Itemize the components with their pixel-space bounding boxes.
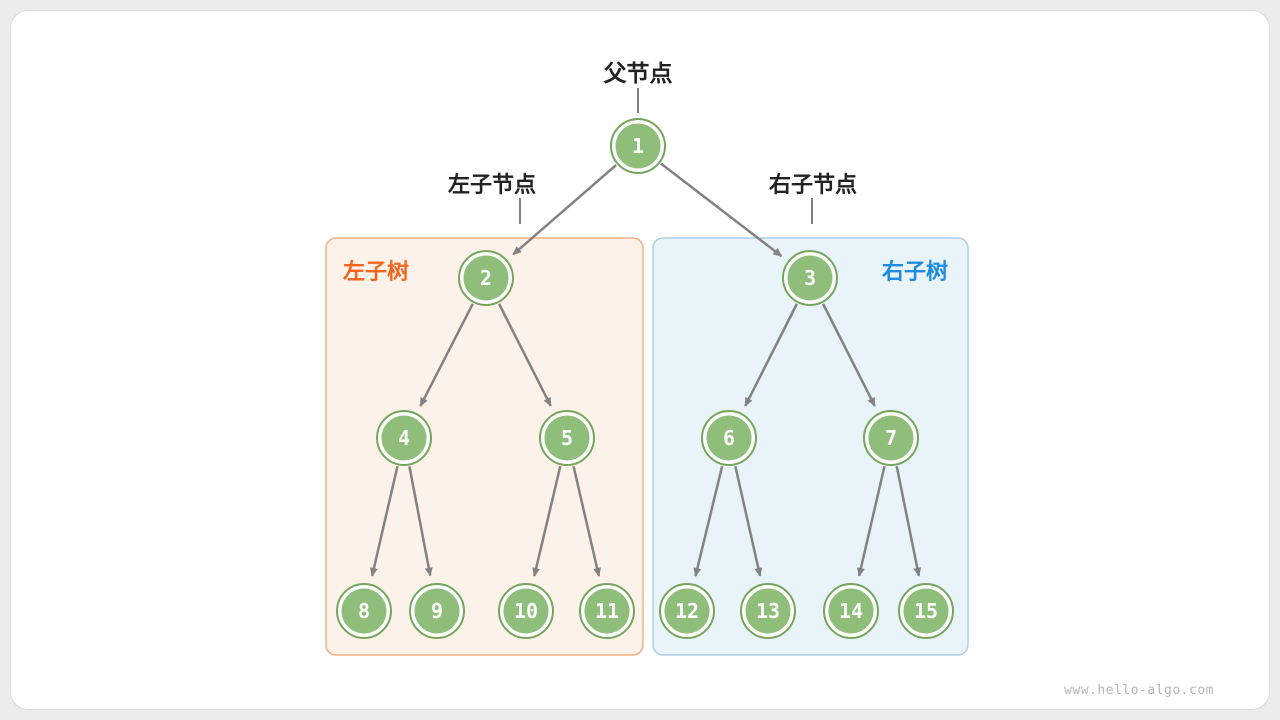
node-disc: [503, 588, 549, 634]
tree-node-4: 4: [376, 410, 432, 466]
tree-edge-6-13: [734, 466, 763, 577]
watermark: www.hello-algo.com: [1064, 683, 1214, 698]
node-disc: [615, 123, 661, 169]
tree-edge-3-7: [821, 303, 876, 407]
left-subtree-label: 左子树: [343, 259, 409, 284]
tree-node-11: 11: [579, 583, 635, 639]
tree-edge-4-8: [370, 465, 399, 577]
tree-node-6: 6: [701, 410, 757, 466]
node-disc: [544, 415, 590, 461]
parent-node-label: 父节点: [604, 60, 673, 86]
tree-node-12: 12: [659, 583, 715, 639]
node-disc: [903, 588, 949, 634]
tree-node-9: 9: [409, 583, 465, 639]
tree-edge-6-12: [693, 465, 724, 577]
node-value: 2: [480, 266, 492, 290]
node-disc: [584, 588, 630, 634]
right-child-label: 右子节点: [769, 172, 857, 197]
node-value: 8: [358, 599, 370, 623]
node-value: 3: [804, 266, 816, 290]
node-value: 15: [914, 599, 938, 623]
node-value: 5: [561, 426, 573, 450]
tree-edge-4-9: [408, 466, 433, 577]
node-disc: [706, 415, 752, 461]
node-value: 9: [431, 599, 443, 623]
tree-node-3: 3: [782, 250, 838, 306]
tree-edge-2-5: [497, 303, 552, 407]
tree-node-15: 15: [898, 583, 954, 639]
tree-node-1: 1: [610, 118, 666, 174]
node-value: 11: [595, 599, 619, 623]
node-value: 1: [632, 134, 644, 158]
tree-node-13: 13: [740, 583, 796, 639]
node-disc: [664, 588, 710, 634]
tree-edge-3-6: [744, 303, 799, 407]
node-disc: [341, 588, 387, 634]
left-subtree-box: [325, 237, 644, 656]
node-value: 4: [398, 426, 410, 450]
tree-node-8: 8: [336, 583, 392, 639]
node-value: 7: [885, 426, 897, 450]
tree-edge-7-14: [857, 465, 886, 577]
tree-edge-1-3: [660, 162, 783, 258]
node-value: 14: [839, 599, 863, 623]
node-disc: [414, 588, 460, 634]
node-disc: [745, 588, 791, 634]
left-child-label: 左子节点: [448, 172, 536, 197]
node-disc: [828, 588, 874, 634]
node-value: 13: [756, 599, 780, 623]
tree-node-2: 2: [458, 250, 514, 306]
tree-edge-7-15: [895, 466, 922, 577]
tree-edge-5-10: [532, 465, 562, 577]
tree-node-14: 14: [823, 583, 879, 639]
node-disc: [787, 255, 833, 301]
tree-edge-5-11: [572, 465, 601, 577]
node-value: 6: [723, 426, 735, 450]
tree-node-5: 5: [539, 410, 595, 466]
node-disc: [381, 415, 427, 461]
node-value: 12: [675, 599, 699, 623]
node-value: 10: [514, 599, 538, 623]
tree-edge-1-2: [512, 164, 617, 256]
tree-node-7: 7: [863, 410, 919, 466]
node-disc: [463, 255, 509, 301]
node-disc: [868, 415, 914, 461]
tree-node-10: 10: [498, 583, 554, 639]
right-subtree-label: 右子树: [882, 259, 948, 284]
tree-edge-2-4: [419, 303, 474, 407]
right-subtree-box: [652, 237, 969, 656]
